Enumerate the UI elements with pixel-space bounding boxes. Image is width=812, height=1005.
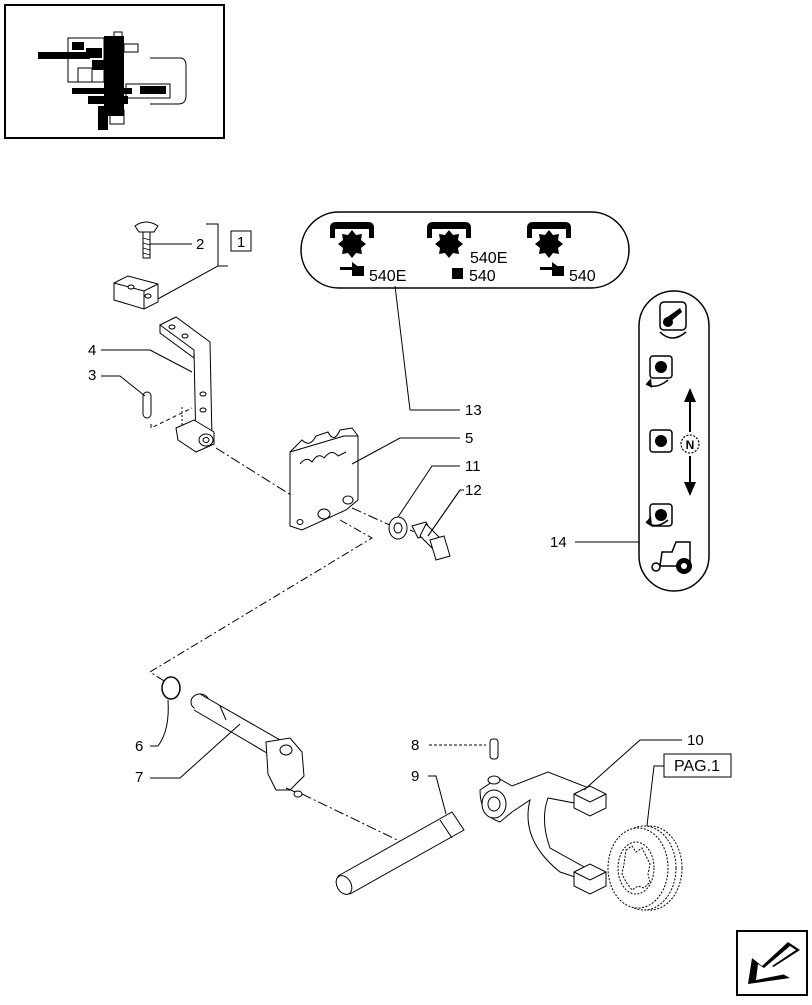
page-ref-label: PAG.1 [674,758,720,775]
neutral-label: N [686,438,695,452]
callout-13: 13 [465,402,482,419]
callout-5: 5 [465,430,473,447]
callout-12: 12 [465,482,482,499]
callout-11: 11 [465,458,481,475]
pto-speed-decal: 540E 540E 540 540 13 [300,211,630,419]
part-shift-fork: 10 [479,732,704,895]
shift-pattern-decal: N 14 [550,290,710,592]
callout-10: 10 [687,732,704,749]
callout-7: 7 [135,769,143,786]
part-5-detent-plate: 5 [289,427,473,531]
callout-6: 6 [135,738,143,755]
callout-8: 8 [411,737,419,754]
pto-label-540e-economy: 540E [369,268,406,285]
callout-3: 3 [88,367,96,384]
part-11-washer: 11 [388,458,481,540]
part-7-selector-shaft: 7 [135,693,305,798]
item-1-reference-box: 1 [155,223,252,301]
part-12-bolt: 12 [409,482,482,561]
part-2-screw: 2 [134,221,204,259]
next-page-arrow-icon[interactable] [736,930,808,996]
part-4-shift-lever: 4 [88,316,215,453]
part-6-o-ring: 6 [135,676,181,755]
callout-14: 14 [550,534,567,551]
callout-4: 4 [88,342,96,359]
part-3-pin: 3 [88,367,193,429]
pto-label-540-ground: 540 [569,268,596,285]
callout-9: 9 [411,768,419,785]
part-8-roll-pin: 8 [411,737,499,760]
pto-label-540e: 540E [470,250,507,267]
assembly-axis-line [215,447,303,503]
part-9-shift-rod: 9 [335,768,465,895]
pto-coupling-sleeve [607,825,683,911]
callout-1: 1 [237,234,245,251]
page-reference-box: PAG.1 [645,753,732,835]
callout-2: 2 [196,236,204,253]
pto-label-540: 540 [469,268,496,285]
part-clamp-block [113,275,159,310]
assembly-thumbnail-icon [4,4,225,139]
